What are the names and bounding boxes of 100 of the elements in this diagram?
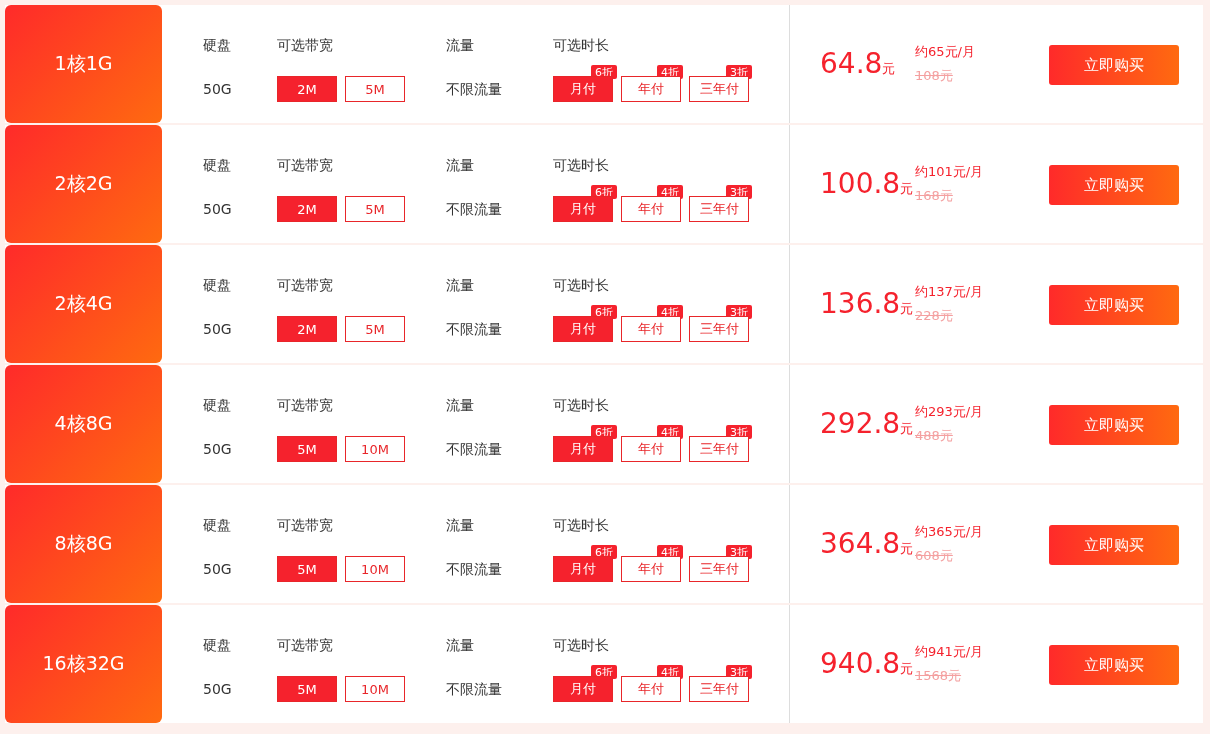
buy-button: 立即购买 (1049, 405, 1179, 445)
original-price: 228元 (915, 307, 953, 325)
price-text: 64.8 (820, 47, 883, 80)
column-heading: 硬盘 (203, 397, 231, 415)
column-heading: 可选时长 (553, 517, 609, 535)
option-tab: 2M (277, 316, 337, 342)
value-text: 50G (203, 321, 232, 337)
value-text: 50G (203, 441, 232, 457)
value-text: 50G (203, 561, 232, 577)
value-text: 不限流量 (446, 81, 502, 99)
currency-unit: 元 (900, 181, 914, 196)
currency-unit: 元 (900, 301, 914, 316)
option-tab: 三年付 (689, 676, 749, 702)
original-price: 488元 (915, 427, 953, 445)
option-tab: 5M (345, 196, 405, 222)
option-tab: 三年付 (689, 436, 749, 462)
column-heading: 硬盘 (203, 517, 231, 535)
column-heading: 流量 (446, 517, 474, 535)
price-text: 940.8 (820, 647, 901, 680)
monthly-price: 约137元/月 (915, 283, 984, 301)
option-tab: 三年付 (689, 76, 749, 102)
price-text: 292.8 (820, 407, 901, 440)
buy-button: 立即购买 (1049, 285, 1179, 325)
value-text: 50G (203, 81, 232, 97)
option-tab: 三年付 (689, 196, 749, 222)
option-tab: 2M (277, 76, 337, 102)
option-tab: 月付 (553, 316, 613, 342)
column-heading: 流量 (446, 157, 474, 175)
currency-unit: 元 (882, 61, 896, 76)
value-text: 不限流量 (446, 321, 502, 339)
option-tab: 5M (345, 316, 405, 342)
option-tab: 三年付 (689, 556, 749, 582)
spec-tile: 2核4G (5, 245, 162, 363)
original-price: 1568元 (915, 667, 962, 685)
option-tab: 三年付 (689, 316, 749, 342)
option-tab: 月付 (553, 436, 613, 462)
option-tab: 5M (277, 676, 337, 702)
value-text: 不限流量 (446, 681, 502, 699)
column-heading: 可选时长 (553, 397, 609, 415)
spec-tile: 8核8G (5, 485, 162, 603)
column-heading: 硬盘 (203, 37, 231, 55)
option-tab: 5M (345, 76, 405, 102)
column-heading: 可选带宽 (277, 517, 333, 535)
currency-unit: 元 (900, 661, 914, 676)
column-heading: 可选时长 (553, 277, 609, 295)
option-tab: 5M (277, 436, 337, 462)
original-price: 108元 (915, 67, 953, 85)
option-tab: 月付 (553, 676, 613, 702)
price-text: 100.8 (820, 167, 901, 200)
value-text: 不限流量 (446, 201, 502, 219)
price-text: 364.8 (820, 527, 901, 560)
monthly-price: 约101元/月 (915, 163, 984, 181)
column-heading: 可选带宽 (277, 277, 333, 295)
column-heading: 硬盘 (203, 277, 231, 295)
column-heading: 可选时长 (553, 157, 609, 175)
option-tab: 年付 (621, 196, 681, 222)
column-heading: 流量 (446, 637, 474, 655)
spec-tile: 4核8G (5, 365, 162, 483)
spec-tile: 2核2G (5, 125, 162, 243)
original-price: 168元 (915, 187, 953, 205)
option-tab: 年付 (621, 316, 681, 342)
monthly-price: 约365元/月 (915, 523, 984, 541)
value-text: 不限流量 (446, 561, 502, 579)
option-tab: 2M (277, 196, 337, 222)
buy-button: 立即购买 (1049, 525, 1179, 565)
column-heading: 硬盘 (203, 157, 231, 175)
spec-tile: 16核32G (5, 605, 162, 723)
currency-unit: 元 (900, 421, 914, 436)
buy-button: 立即购买 (1049, 165, 1179, 205)
buy-button: 立即购买 (1049, 645, 1179, 685)
column-heading: 可选时长 (553, 637, 609, 655)
option-tab: 10M (345, 436, 405, 462)
column-heading: 硬盘 (203, 637, 231, 655)
column-heading: 可选带宽 (277, 637, 333, 655)
price-text: 136.8 (820, 287, 901, 320)
column-heading: 可选时长 (553, 37, 609, 55)
monthly-price: 约941元/月 (915, 643, 984, 661)
column-heading: 流量 (446, 397, 474, 415)
column-heading: 可选带宽 (277, 397, 333, 415)
option-tab: 5M (277, 556, 337, 582)
option-tab: 月付 (553, 76, 613, 102)
option-tab: 年付 (621, 556, 681, 582)
column-heading: 流量 (446, 277, 474, 295)
option-tab: 10M (345, 556, 405, 582)
monthly-price: 约65元/月 (915, 43, 975, 61)
option-tab: 年付 (621, 436, 681, 462)
option-tab: 年付 (621, 676, 681, 702)
value-text: 50G (203, 681, 232, 697)
column-heading: 流量 (446, 37, 474, 55)
column-heading: 可选带宽 (277, 37, 333, 55)
option-tab: 月付 (553, 556, 613, 582)
monthly-price: 约293元/月 (915, 403, 984, 421)
original-price: 608元 (915, 547, 953, 565)
currency-unit: 元 (900, 541, 914, 556)
spec-tile: 1核1G (5, 5, 162, 123)
value-text: 不限流量 (446, 441, 502, 459)
option-tab: 月付 (553, 196, 613, 222)
column-heading: 可选带宽 (277, 157, 333, 175)
value-text: 50G (203, 201, 232, 217)
option-tab: 年付 (621, 76, 681, 102)
